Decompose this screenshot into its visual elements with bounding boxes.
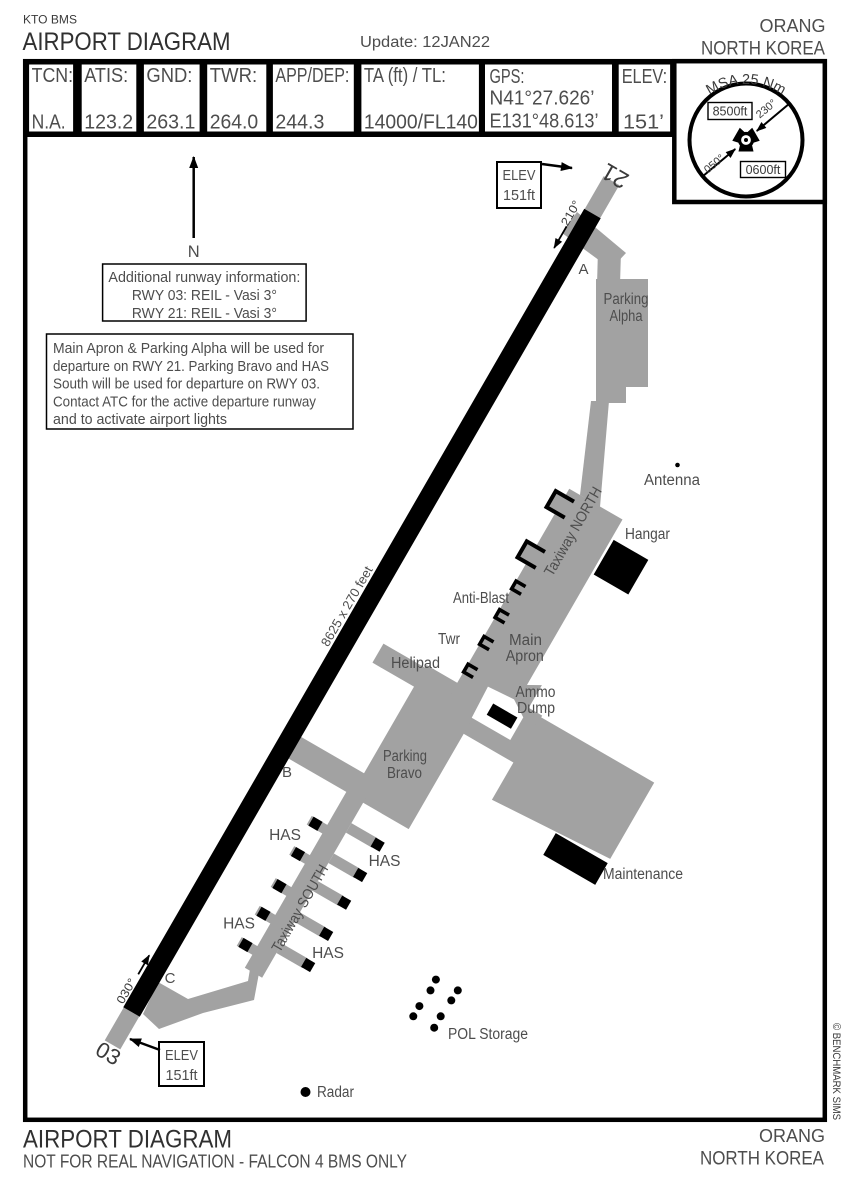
- svg-text:8500ft: 8500ft: [713, 105, 748, 119]
- svg-text:HAS: HAS: [223, 916, 255, 933]
- svg-text:Alpha: Alpha: [610, 308, 643, 325]
- svg-text:Anti-Blast: Anti-Blast: [453, 590, 510, 607]
- svg-text:Bravo: Bravo: [387, 765, 422, 782]
- svg-text:HAS: HAS: [269, 827, 301, 844]
- svg-text:RWY 21: REIL - Vasi 3°: RWY 21: REIL - Vasi 3°: [132, 306, 277, 322]
- svg-text:TA (ft) / TL:: TA (ft) / TL:: [364, 65, 446, 87]
- svg-text:departure on RWY 21. Parking B: departure on RWY 21. Parking Bravo and H…: [53, 359, 329, 375]
- svg-text:0600ft: 0600ft: [746, 163, 781, 177]
- svg-text:Contact ATC for the active dep: Contact ATC for the active departure run…: [53, 394, 317, 410]
- svg-text:Hangar: Hangar: [625, 526, 670, 543]
- svg-text:NOT FOR REAL NAVIGATION - FALC: NOT FOR REAL NAVIGATION - FALCON 4 BMS O…: [23, 1151, 407, 1171]
- svg-text:N41°27.626’: N41°27.626’: [490, 88, 595, 110]
- svg-text:GND:: GND:: [146, 65, 192, 87]
- svg-text:151’: 151’: [623, 111, 664, 133]
- svg-text:Twr: Twr: [438, 631, 460, 648]
- svg-text:AIRPORT DIAGRAM: AIRPORT DIAGRAM: [23, 1126, 232, 1154]
- svg-text:TCN:: TCN:: [32, 65, 74, 87]
- svg-text:ATIS:: ATIS:: [84, 65, 128, 87]
- svg-text:ORANG: ORANG: [759, 1125, 825, 1146]
- svg-text:Main Apron & Parking Alpha wil: Main Apron & Parking Alpha will be used …: [53, 341, 324, 357]
- svg-text:POL Storage: POL Storage: [448, 1026, 528, 1043]
- svg-text:263.1: 263.1: [146, 112, 195, 134]
- svg-text:AIRPORT DIAGRAM: AIRPORT DIAGRAM: [23, 28, 231, 56]
- svg-text:RWY 03: REIL - Vasi 3°: RWY 03: REIL - Vasi 3°: [132, 288, 277, 304]
- svg-text:Parking: Parking: [604, 291, 649, 308]
- svg-text:ELEV: ELEV: [165, 1047, 198, 1064]
- svg-text:Parking: Parking: [383, 748, 427, 765]
- svg-text:C: C: [165, 970, 176, 987]
- svg-text:N: N: [188, 243, 200, 261]
- svg-text:Maintenance: Maintenance: [603, 866, 683, 883]
- svg-text:Dump: Dump: [517, 700, 555, 717]
- svg-text:151ft: 151ft: [166, 1067, 199, 1084]
- svg-text:TWR:: TWR:: [210, 65, 258, 87]
- svg-text:© BENCHMARK SIMS: © BENCHMARK SIMS: [830, 1023, 842, 1120]
- svg-text:14000/FL140: 14000/FL140: [364, 112, 478, 134]
- svg-text:Main: Main: [509, 632, 542, 649]
- svg-text:KTO BMS: KTO BMS: [23, 15, 77, 27]
- svg-text:ELEV: ELEV: [503, 167, 536, 184]
- svg-text:Helipad: Helipad: [391, 655, 440, 672]
- svg-text:151ft: 151ft: [503, 187, 536, 204]
- svg-text:B: B: [282, 764, 292, 781]
- svg-text:GPS:: GPS:: [490, 66, 525, 88]
- svg-text:Antenna: Antenna: [644, 472, 700, 489]
- svg-text:ELEV:: ELEV:: [622, 66, 668, 88]
- svg-text:APP/DEP:: APP/DEP:: [275, 65, 349, 87]
- svg-text:A: A: [578, 261, 588, 278]
- svg-text:244.3: 244.3: [275, 112, 324, 134]
- svg-text:Apron: Apron: [506, 648, 544, 665]
- svg-text:Additional runway information:: Additional runway information:: [108, 270, 300, 286]
- svg-text:and to activate airport lights: and to activate airport lights: [53, 412, 227, 428]
- svg-text:NORTH KOREA: NORTH KOREA: [700, 1149, 824, 1170]
- svg-text:ORANG: ORANG: [760, 15, 826, 36]
- svg-text:Ammo: Ammo: [516, 684, 556, 701]
- svg-text:South will be used for departu: South will be used for departure on RWY …: [53, 377, 320, 393]
- svg-text:E131°48.613’: E131°48.613’: [490, 111, 599, 133]
- svg-text:Radar: Radar: [317, 1084, 354, 1101]
- svg-text:HAS: HAS: [312, 945, 344, 962]
- svg-text:N.A.: N.A.: [32, 112, 66, 134]
- svg-text:HAS: HAS: [369, 853, 401, 870]
- svg-text:264.0: 264.0: [210, 112, 259, 134]
- svg-text:Update: 12JAN22: Update: 12JAN22: [360, 34, 490, 51]
- svg-text:NORTH KOREA: NORTH KOREA: [701, 39, 825, 60]
- svg-text:123.2: 123.2: [84, 112, 133, 134]
